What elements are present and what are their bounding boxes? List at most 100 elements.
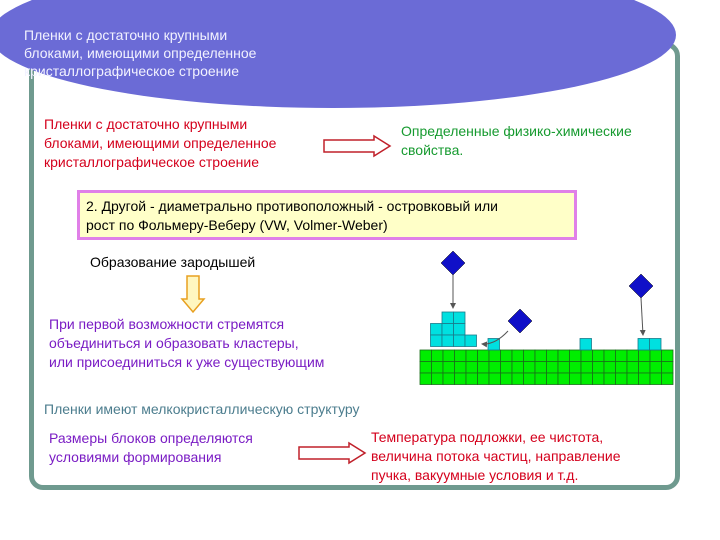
substrate-cell <box>569 372 582 385</box>
substrate-cell <box>511 349 524 362</box>
substrate-cell <box>431 349 444 362</box>
title-line: кристаллографическое строение <box>24 63 240 79</box>
cluster-cell <box>441 311 454 324</box>
volmer-weber-box: 2. Другой - диаметрально противоположный… <box>77 190 577 240</box>
text-line: блоками, имеющими определенное <box>44 135 277 151</box>
substrate-cell <box>511 372 524 385</box>
text-line: условиями формирования <box>49 449 222 465</box>
substrate-cell <box>580 361 593 374</box>
growth-conditions-text: Температура подложки, ее чистота, величи… <box>371 428 621 485</box>
cluster-cell <box>637 338 650 351</box>
substrate-cell <box>465 372 478 385</box>
deposition-arrow <box>639 297 646 336</box>
substrate-cell <box>603 361 616 374</box>
cluster-cell <box>649 338 662 351</box>
substrate-cell <box>546 361 559 374</box>
large-block-films-text: Пленки с достаточно крупными блоками, им… <box>44 115 276 172</box>
substrate-cell <box>477 372 490 385</box>
substrate-cell <box>534 372 547 385</box>
substrate-cell <box>546 372 559 385</box>
substrate-cell <box>454 349 467 362</box>
double-arrow-2 <box>298 441 367 465</box>
cluster-cell <box>464 334 477 347</box>
cluster-cell <box>430 334 443 347</box>
substrate-cell <box>431 372 444 385</box>
substrate-cell <box>557 372 570 385</box>
substrate-cell <box>442 361 455 374</box>
down-arrow <box>180 275 206 314</box>
substrate-cell <box>661 372 674 385</box>
substrate-cell <box>557 361 570 374</box>
substrate-cell <box>488 372 501 385</box>
substrate-cell <box>603 349 616 362</box>
substrate-cell <box>546 349 559 362</box>
substrate-cell <box>500 372 513 385</box>
substrate-cell <box>534 361 547 374</box>
title-line: блоками, имеющими определенное <box>24 45 257 61</box>
substrate-cell <box>649 372 662 385</box>
substrate-cell <box>615 372 628 385</box>
substrate-cell <box>649 361 662 374</box>
substrate-cell <box>442 372 455 385</box>
substrate-cell <box>638 361 651 374</box>
substrate-cell <box>603 372 616 385</box>
substrate-cell <box>649 349 662 362</box>
substrate-cell <box>592 372 605 385</box>
adatom-diamond <box>507 308 533 334</box>
slide-title: Пленки с достаточно крупными блоками, им… <box>24 26 324 80</box>
text-line: пучка, вакуумные условия и т.д. <box>371 467 579 483</box>
clustering-description: При первой возможности стремятся объедин… <box>49 315 324 372</box>
diffusion-arrow <box>481 330 509 348</box>
cluster-cell <box>579 338 592 351</box>
substrate-cell <box>419 361 432 374</box>
substrate-cell <box>465 361 478 374</box>
island-growth-illustration <box>419 250 674 385</box>
double-arrow-1 <box>323 134 392 158</box>
substrate-cell <box>615 349 628 362</box>
substrate-cell <box>569 349 582 362</box>
substrate-cell <box>477 361 490 374</box>
adatom-diamond <box>440 250 466 276</box>
substrate-cell <box>661 349 674 362</box>
substrate-cell <box>523 361 536 374</box>
physchem-properties-text: Определенные физико-химические свойства. <box>401 122 632 160</box>
substrate-cell <box>626 372 639 385</box>
text-line: 2. Другой - диаметрально противоположный… <box>86 198 498 214</box>
text-line: Температура подложки, ее чистота, <box>371 429 604 445</box>
cluster-cell <box>453 334 466 347</box>
substrate-cell <box>592 349 605 362</box>
substrate-cell <box>500 361 513 374</box>
slide-frame <box>29 42 680 490</box>
substrate-cell <box>465 349 478 362</box>
text-line: Размеры блоков определяются <box>49 430 253 446</box>
nucleation-label: Образование зародышей <box>90 254 256 270</box>
title-line: Пленки с достаточно крупными <box>24 27 228 43</box>
substrate-cell <box>661 361 674 374</box>
block-size-text: Размеры блоков определяются условиями фо… <box>49 429 253 467</box>
text-line: Определенные физико-химические <box>401 123 632 139</box>
substrate-cell <box>523 349 536 362</box>
substrate-cell <box>615 361 628 374</box>
substrate-cell <box>442 349 455 362</box>
text-line: свойства. <box>401 142 464 158</box>
substrate-cell <box>592 361 605 374</box>
cluster-cell <box>430 323 443 336</box>
text-line: рост по Фольмеру-Веберу (VW, Volmer-Webe… <box>86 217 388 233</box>
substrate-cell <box>534 349 547 362</box>
cluster-cell <box>441 323 454 336</box>
substrate-cell <box>511 361 524 374</box>
substrate-cell <box>626 349 639 362</box>
substrate-cell <box>454 361 467 374</box>
substrate-cell <box>626 361 639 374</box>
substrate-cell <box>638 349 651 362</box>
substrate-cell <box>523 372 536 385</box>
text-line: При первой возможности стремятся <box>49 316 285 332</box>
text-line: Пленки с достаточно крупными <box>44 116 248 132</box>
substrate-cell <box>488 349 501 362</box>
substrate-cell <box>431 361 444 374</box>
cluster-cell <box>453 311 466 324</box>
adatom-diamond <box>628 273 654 299</box>
substrate-cell <box>488 361 501 374</box>
substrate-cell <box>477 349 490 362</box>
text-line: или присоединиться к уже существующим <box>49 354 325 370</box>
